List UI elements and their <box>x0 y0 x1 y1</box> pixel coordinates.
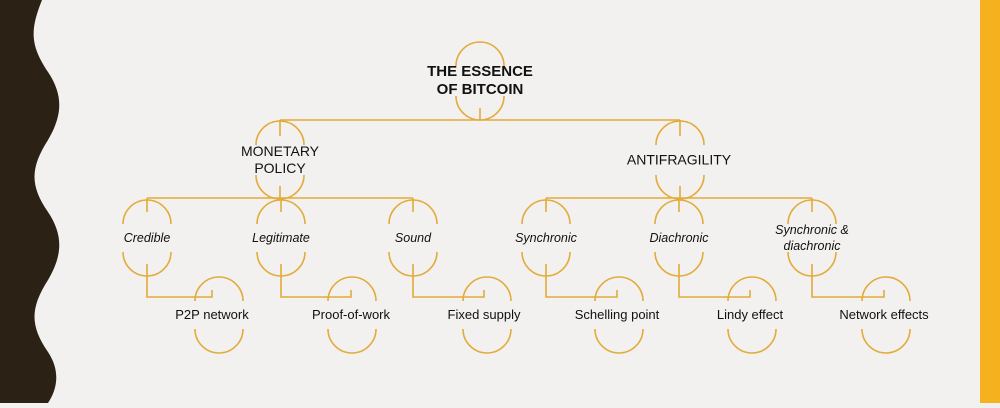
leaf-schelling-point: Schelling point <box>574 307 660 322</box>
branch-antifragility: ANTIFRAGILITY <box>627 152 731 169</box>
leaf-p2p-network: P2P network <box>175 307 249 322</box>
node-legitimate: Legitimate <box>252 231 310 245</box>
branch-label-line-1: MONETARY <box>240 143 320 159</box>
node-3-top-arc <box>521 199 571 225</box>
node-3-bottom-arc <box>521 251 571 277</box>
leaf-1-top-arc <box>327 276 377 302</box>
connector-leaf-1 <box>280 264 352 298</box>
root-top-arc <box>455 41 505 67</box>
leaf-2-top-arc <box>462 276 512 302</box>
node-2-bottom-arc <box>388 251 438 277</box>
leaf-4-bottom-arc <box>727 328 777 354</box>
node-4-top-arc <box>654 199 704 225</box>
node-sound: Sound <box>394 231 432 245</box>
leaf-lindy-effect: Lindy effect <box>716 307 784 322</box>
node-5-bottom-arc <box>787 251 837 277</box>
leaf-5-bottom-arc <box>861 328 911 354</box>
branch-label-line-2: POLICY <box>254 160 306 176</box>
root-title-line-1: THE ESSENCE <box>427 63 533 80</box>
branch-monetary-bottom-arc <box>255 174 305 200</box>
branch-label-line-1: ANTIFRAGILITY <box>626 151 732 168</box>
connector-leaf-4 <box>678 264 751 298</box>
node-5-top-arc <box>787 199 837 225</box>
node-0-top-arc <box>122 199 172 225</box>
root-bottom-arc <box>455 95 505 121</box>
left-wave-decoration <box>0 0 60 403</box>
branch-antifragility-bottom-arc <box>655 174 705 200</box>
node-synchronic: Synchronic <box>515 231 577 245</box>
node-label-line-1: Synchronic & <box>775 223 849 237</box>
node-1-top-arc <box>256 199 306 225</box>
node-diachronic: Diachronic <box>649 231 709 245</box>
branch-antifragility-top-arc <box>655 120 705 146</box>
leaf-3-bottom-arc <box>594 328 644 354</box>
node-label-line-2: diachronic <box>783 239 841 253</box>
connector-leaf-3 <box>545 264 618 298</box>
leaf-network-effects: Network effects <box>839 307 929 322</box>
root-node-label: THE ESSENCE OF BITCOIN <box>427 63 533 99</box>
branch-monetary-policy: MONETARY POLICY <box>241 143 319 177</box>
leaf-1-bottom-arc <box>327 328 377 354</box>
leaf-4-top-arc <box>727 276 777 302</box>
leaf-proof-of-work: Proof-of-work <box>311 307 391 322</box>
leaf-0-top-arc <box>194 276 244 302</box>
leaf-2-bottom-arc <box>462 328 512 354</box>
node-0-bottom-arc <box>122 251 172 277</box>
right-accent-bar <box>980 0 1000 403</box>
node-4-bottom-arc <box>654 251 704 277</box>
leaf-5-top-arc <box>861 276 911 302</box>
node-1-bottom-arc <box>256 251 306 277</box>
node-synchronic-and-diachronic: Synchronic & diachronic <box>775 222 849 254</box>
root-title-line-2: OF BITCOIN <box>436 81 524 98</box>
node-2-top-arc <box>388 199 438 225</box>
leaf-3-top-arc <box>594 276 644 302</box>
connector-leaf-2 <box>412 264 485 298</box>
node-arc-decorations <box>122 41 911 354</box>
connector-leaf-5 <box>811 264 885 298</box>
leaf-fixed-supply: Fixed supply <box>447 307 521 322</box>
branch-monetary-top-arc <box>255 120 305 146</box>
leaf-0-bottom-arc <box>194 328 244 354</box>
node-credible: Credible <box>123 231 171 245</box>
connector-leaf-0 <box>146 264 213 298</box>
